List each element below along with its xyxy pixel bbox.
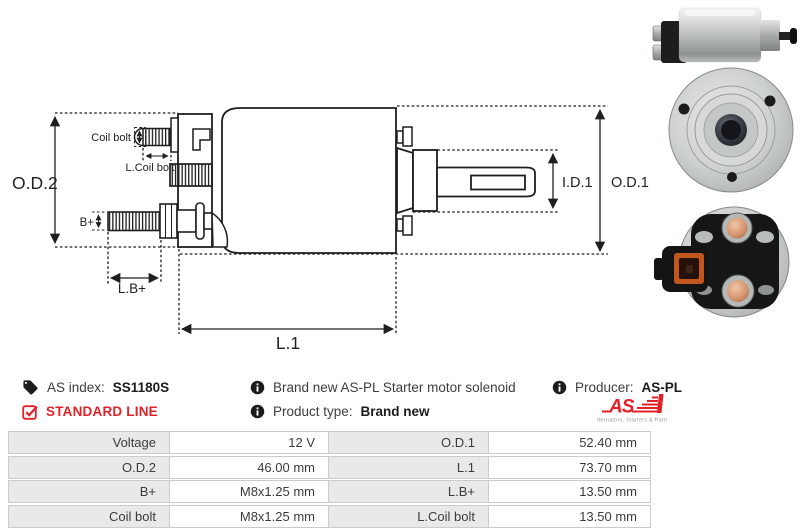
- info-icon: [552, 380, 567, 395]
- spec-value-right: 13.50 mm: [488, 480, 651, 503]
- dim-label-coil-bolt: Coil bolt: [91, 132, 131, 144]
- dim-label-l-coil-bolt: L.Coil bolt: [126, 162, 175, 174]
- spec-value-left: 12 V: [169, 431, 329, 454]
- solenoid-rear-terminals-photo: [654, 206, 790, 318]
- dim-label-l1: L.1: [276, 333, 300, 353]
- as-index-label: AS index:: [47, 380, 105, 395]
- spec-value-right: 73.70 mm: [488, 455, 651, 479]
- dimension-arrows: [49, 108, 606, 335]
- info-icon: [250, 404, 265, 419]
- producer-label: Producer:: [575, 380, 634, 395]
- b-plus-thread: [107, 211, 161, 232]
- spec-label-left: O.D.2: [8, 455, 170, 479]
- spec-label-left: Coil bolt: [8, 504, 170, 528]
- plunger-slot: [470, 174, 526, 191]
- producer-value: AS-PL: [641, 380, 683, 395]
- as-pl-logo-mark: AS: [602, 394, 664, 418]
- as-pl-logo: AS Alternators, Starters & Parts: [593, 392, 669, 426]
- svg-text:AS: AS: [608, 397, 635, 418]
- standard-line-row: STANDARD LINE: [22, 403, 158, 420]
- solenoid-drawing: [107, 107, 536, 254]
- dim-label-id1: I.D.1: [562, 175, 593, 191]
- spec-label-left: B+: [8, 480, 170, 503]
- spec-value-right: 52.40 mm: [488, 431, 651, 454]
- product-type-label: Product type:: [273, 404, 353, 419]
- product-type-row: Product type: Brand new: [250, 403, 430, 420]
- spec-value-left: 46.00 mm: [169, 455, 329, 479]
- solenoid-side-view-photo: [652, 7, 797, 63]
- spec-label-right: O.D.1: [328, 431, 489, 454]
- as-index-value: SS1180S: [112, 380, 170, 395]
- dim-label-b-plus: B+: [80, 217, 95, 229]
- product-description: Brand new AS-PL Starter motor solenoid: [273, 380, 516, 395]
- producer-row: Producer: AS-PL: [552, 379, 682, 396]
- solenoid-body-outline: [221, 107, 397, 254]
- info-icon: [250, 380, 265, 395]
- dim-label-od1: O.D.1: [611, 175, 649, 191]
- description-row: Brand new AS-PL Starter motor solenoid: [250, 379, 516, 396]
- spec-label-right: L.1: [328, 455, 489, 479]
- dimension-diagram: O.D.2 Coil bolt L.Coil bolt B+ L.B+ L.1 …: [12, 105, 649, 353]
- dim-label-od2: O.D.2: [12, 173, 58, 193]
- tag-icon: [23, 380, 38, 395]
- spec-value-right: 13.50 mm: [488, 504, 651, 528]
- spec-label-right: L.Coil bolt: [328, 504, 489, 528]
- spec-value-left: M8x1.25 mm: [169, 504, 329, 528]
- spec-label-right: L.B+: [328, 480, 489, 503]
- solenoid-front-flange-photo: [668, 67, 794, 193]
- standard-line-badge: STANDARD LINE: [46, 404, 158, 419]
- as-pl-logo-caption: Alternators, Starters & Parts: [597, 418, 667, 424]
- as-index-row: AS index: SS1180S: [22, 379, 169, 396]
- checkbox-checked-icon: [22, 404, 38, 420]
- spec-value-left: M8x1.25 mm: [169, 480, 329, 503]
- spec-label-left: Voltage: [8, 431, 170, 454]
- product-photos: [652, 7, 797, 318]
- product-type-value: Brand new: [360, 404, 430, 419]
- dim-label-l-b-plus: L.B+: [118, 281, 146, 296]
- coil-bolt-thread: [142, 127, 171, 147]
